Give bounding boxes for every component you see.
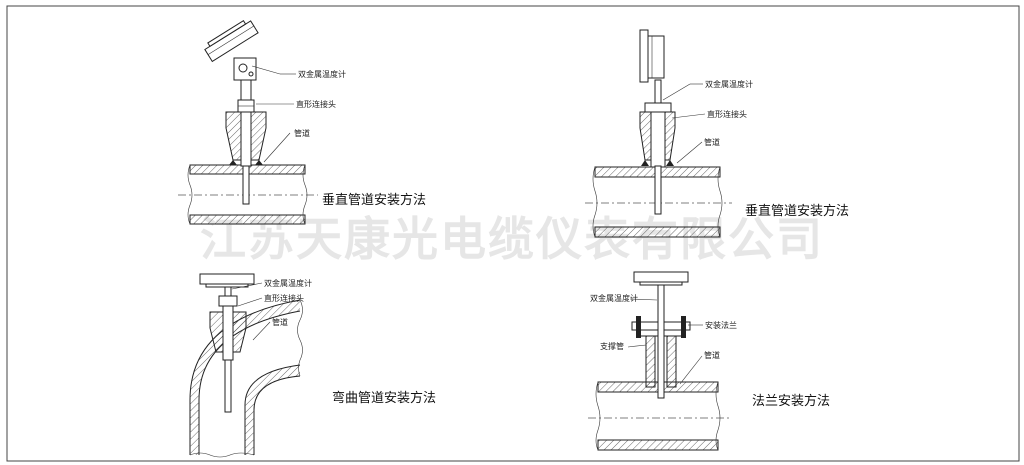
straight-connector [209, 295, 247, 361]
panel-vertical-pipe-2: 双金属温度计 直形连接头 管道 垂直管道安装方法 [585, 29, 849, 238]
caption-flange-mount: 法兰安装方法 [752, 393, 830, 409]
caption-vertical-pipe-2: 垂直管道安装方法 [745, 203, 849, 219]
label-thermometer: 双金属温度计 [590, 293, 638, 303]
label-connector: 直形连接头 [707, 109, 747, 119]
label-flange: 安装法兰 [705, 320, 737, 330]
thermometer-stem [657, 281, 665, 399]
tilted-dial-head [204, 20, 259, 63]
thermometer-stem [242, 165, 250, 205]
label-thermometer: 双金属温度计 [264, 278, 312, 288]
label-thermometer: 双金属温度计 [298, 69, 346, 79]
thermometer-stem [224, 359, 232, 413]
straight-connector [225, 99, 267, 167]
panel-elbow-pipe: 双金属温度计 直形连接头 管道 弯曲管道安装方法 [189, 273, 436, 458]
label-pipe: 管道 [294, 128, 310, 138]
label-pipe: 管道 [272, 317, 288, 327]
caption-elbow-pipe: 弯曲管道安装方法 [332, 390, 436, 406]
flat-dial-head [633, 271, 689, 286]
caption-vertical-pipe-1: 垂直管道安装方法 [322, 192, 426, 208]
panel-flange-mount: 双金属温度计 安装法兰 支撑管 管道 法兰安装方法 [588, 271, 830, 451]
label-connector: 直形连接头 [264, 293, 304, 303]
panel-vertical-pipe-1: 双金属温度计 直形连接头 管道 垂直管道安装方法 [178, 20, 426, 225]
thermometer-stem [654, 165, 662, 215]
straight-connector [639, 102, 676, 168]
label-thermometer: 双金属温度计 [705, 79, 753, 89]
side-view-dial-head [639, 29, 665, 83]
label-support-tube: 支撑管 [600, 341, 624, 351]
label-connector: 直形连接头 [296, 99, 336, 109]
label-pipe: 管道 [704, 350, 720, 360]
outer-frame [6, 5, 1020, 462]
flat-dial-head [199, 273, 255, 288]
label-pipe: 管道 [704, 137, 720, 147]
